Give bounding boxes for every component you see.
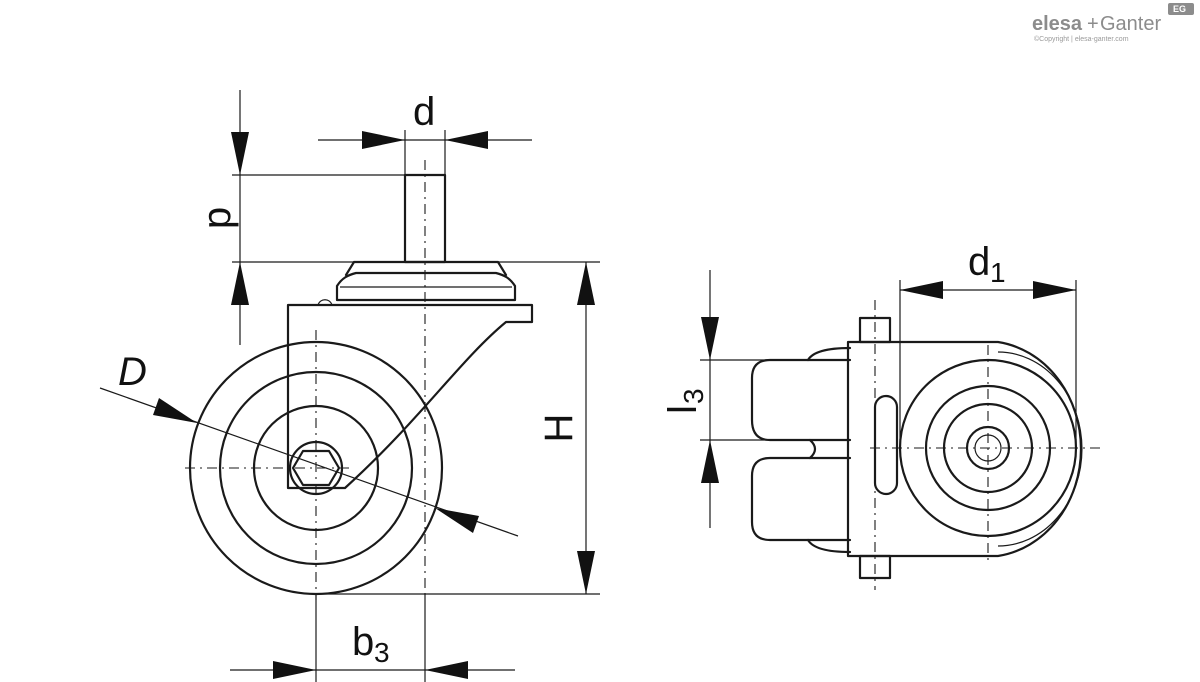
diameter-arrow-left [153, 398, 197, 423]
logo-badge-text: EG [1173, 4, 1186, 14]
d-arrow-right [445, 131, 488, 149]
swivel-plate-inner [997, 351, 1083, 547]
h-arrow-bottom [577, 551, 595, 594]
dim-label-l3: l [661, 405, 705, 414]
dim-label-d1: d [968, 240, 990, 284]
logo-plus: + [1087, 13, 1099, 35]
dim-label-b3: b [352, 620, 374, 664]
b3-arrow-left [273, 661, 316, 679]
dim-label-d: d [413, 90, 435, 134]
bolt-end-bottom [858, 554, 892, 580]
dim-label-diameter: D [118, 350, 147, 394]
twin-wheel-top [750, 358, 852, 442]
twin-wheel-bottom [750, 456, 852, 542]
wheel-top-edge [806, 346, 852, 362]
d1-arrow-right [1033, 281, 1076, 299]
dim-label-b3-subscript: 3 [374, 637, 390, 668]
front-view: d 1 l 3 [661, 240, 1102, 590]
dim-label-h: H [537, 414, 581, 443]
diameter-arrow-right [435, 508, 479, 533]
d-arrow-left [362, 131, 405, 149]
wheel-tread [218, 370, 414, 566]
l3-arrow-bottom [701, 440, 719, 483]
wheel-bottom-edge [806, 538, 852, 554]
l3-arrow-top [701, 317, 719, 360]
p-arrow-top [231, 132, 249, 175]
axle-nut [291, 449, 341, 487]
fork-rivet [317, 299, 333, 306]
d1-arrow-left [900, 281, 943, 299]
h-arrow-top [577, 262, 595, 305]
b3-arrow-right [425, 661, 468, 679]
p-arrow-bottom [231, 262, 249, 305]
dim-label-l3-subscript: 3 [678, 388, 709, 404]
plate-slot [873, 394, 899, 496]
dim-label-l3-group: l 3 [661, 388, 709, 414]
swivel-head [335, 271, 517, 302]
brand-logo: elesa + Ganter EG ©Copyright | elesa-gan… [1032, 3, 1194, 43]
wheel-gap-curve [808, 438, 817, 460]
bolt-head-top [858, 316, 892, 344]
side-view: d p H D b 3 [99, 90, 600, 682]
swivel-plate [846, 340, 1083, 558]
logo-word-ganter: Ganter [1100, 13, 1161, 35]
logo-word-elesa: elesa [1032, 13, 1083, 35]
dim-label-p: p [195, 207, 239, 229]
dim-label-d1-subscript: 1 [990, 257, 1006, 288]
logo-badge [1168, 3, 1194, 15]
logo-copyright: ©Copyright | elesa-ganter.com [1034, 35, 1129, 43]
fork-bracket [286, 303, 534, 490]
